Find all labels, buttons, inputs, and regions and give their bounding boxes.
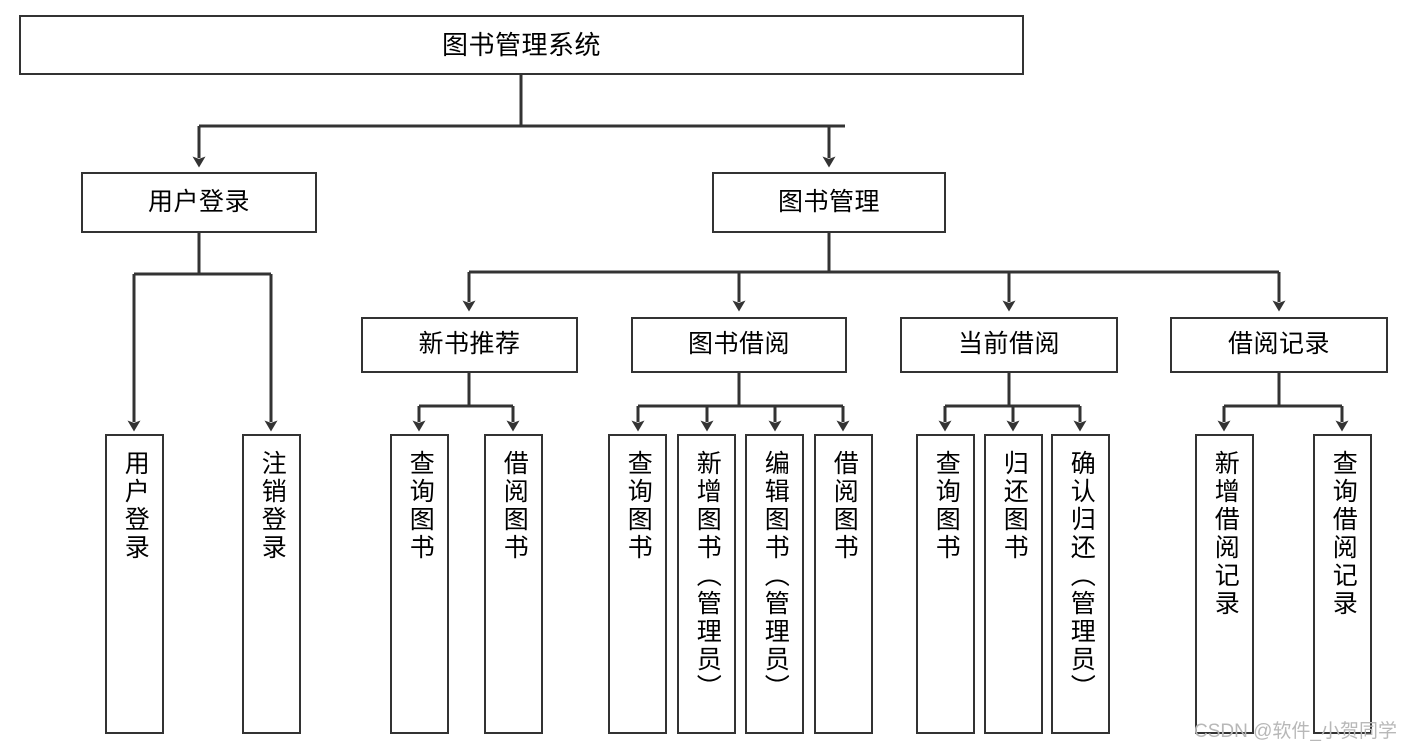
node-book-borrow[interactable]: 图书借阅 <box>631 317 847 373</box>
node-label: 归还图书 <box>1000 450 1029 562</box>
leaf-logout[interactable]: 注销登录 <box>242 434 301 734</box>
node-new-book-recommendation[interactable]: 新书推荐 <box>361 317 578 373</box>
node-label: 图书借阅 <box>687 330 790 359</box>
leaf-edit-book[interactable]: 编辑图书（管理员） <box>745 434 804 734</box>
node-label: 图书管理 <box>777 187 880 216</box>
leaf-query-book-3[interactable]: 查询图书 <box>916 434 975 734</box>
node-label: 查询图书 <box>406 450 435 562</box>
node-label: 用户登录 <box>147 187 250 216</box>
node-label: 新增图书（管理员） <box>693 450 722 702</box>
node-label: 当前借阅 <box>957 330 1060 359</box>
node-label: 查询图书 <box>624 450 653 562</box>
node-current-borrow[interactable]: 当前借阅 <box>900 317 1118 373</box>
node-root-system[interactable]: 图书管理系统 <box>19 15 1024 75</box>
csdn-watermark: CSDN @软件_小贺同学 <box>1194 721 1397 742</box>
node-borrow-record[interactable]: 借阅记录 <box>1170 317 1388 373</box>
node-book-manage[interactable]: 图书管理 <box>712 172 946 233</box>
node-label: 新增借阅记录 <box>1211 450 1240 618</box>
node-label: 用户登录 <box>121 450 150 562</box>
leaf-return-book[interactable]: 归还图书 <box>984 434 1043 734</box>
node-label: 借阅记录 <box>1227 330 1330 359</box>
leaf-query-book-1[interactable]: 查询图书 <box>390 434 449 734</box>
node-label: 编辑图书（管理员） <box>761 450 790 702</box>
leaf-add-book[interactable]: 新增图书（管理员） <box>677 434 736 734</box>
node-label: 借阅图书 <box>830 450 859 562</box>
node-label: 新书推荐 <box>418 330 521 359</box>
leaf-query-record[interactable]: 查询借阅记录 <box>1313 434 1372 734</box>
leaf-user-login[interactable]: 用户登录 <box>105 434 164 734</box>
node-label: 借阅图书 <box>500 450 529 562</box>
node-user-login[interactable]: 用户登录 <box>81 172 317 233</box>
leaf-confirm-return[interactable]: 确认归还（管理员） <box>1051 434 1110 734</box>
node-label: 图书管理系统 <box>441 29 601 60</box>
leaf-query-book-2[interactable]: 查询图书 <box>608 434 667 734</box>
node-label: 查询图书 <box>932 450 961 562</box>
node-label: 确认归还（管理员） <box>1067 450 1096 702</box>
leaf-borrow-book-2[interactable]: 借阅图书 <box>814 434 873 734</box>
leaf-borrow-book-1[interactable]: 借阅图书 <box>484 434 543 734</box>
node-label: 查询借阅记录 <box>1329 450 1358 618</box>
leaf-add-record[interactable]: 新增借阅记录 <box>1195 434 1254 734</box>
node-label: 注销登录 <box>258 450 287 562</box>
